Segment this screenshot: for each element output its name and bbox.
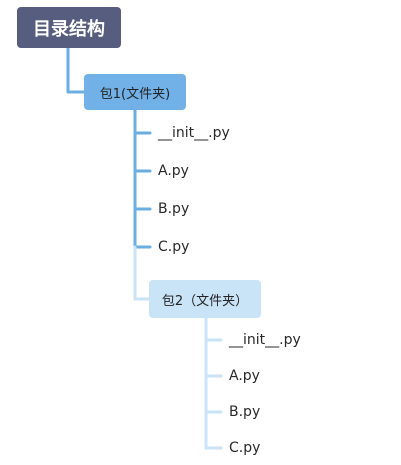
package2-file-b[interactable]: B.py — [229, 404, 261, 420]
package1-file-c[interactable]: C.py — [158, 239, 190, 255]
connector-root-to-package1 — [66, 46, 86, 94]
package1-file-init[interactable]: __init__.py — [158, 125, 230, 141]
package2-file-a[interactable]: A.py — [229, 368, 260, 384]
connector-package1-to-package2 — [133, 245, 151, 301]
package2-file-init[interactable]: __init__.py — [229, 332, 301, 348]
root-node[interactable]: 目录结构 — [17, 7, 121, 48]
package2-file-c[interactable]: C.py — [229, 440, 261, 456]
package1-file-b[interactable]: B.py — [158, 201, 190, 217]
package1-node[interactable]: 包1(文件夹) — [84, 74, 186, 110]
package1-file-a[interactable]: A.py — [158, 163, 189, 179]
package2-node[interactable]: 包2（文件夹） — [149, 280, 261, 318]
